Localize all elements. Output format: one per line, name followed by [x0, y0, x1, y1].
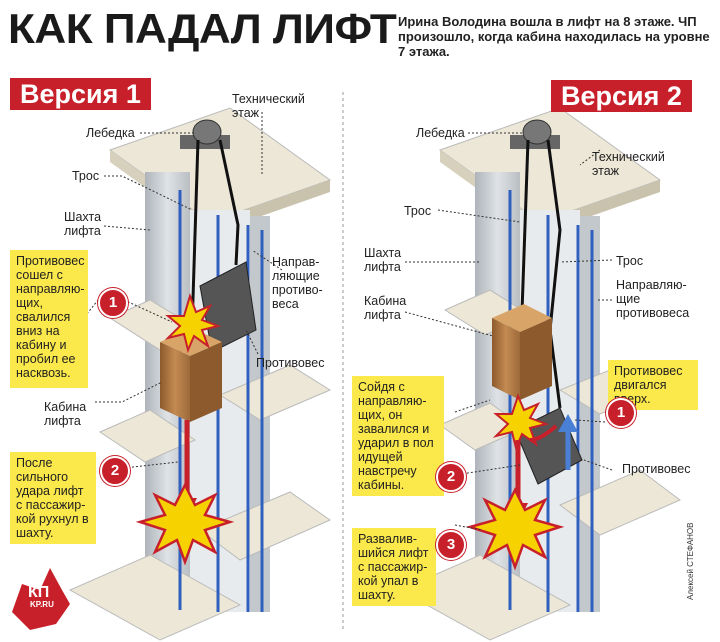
label-shaft-1: Шахта лифта	[64, 210, 102, 238]
logo-subtext: KP.RU	[28, 600, 56, 609]
label-cabin-2: Кабина лифта	[364, 294, 407, 322]
version-1-heading: Версия 1	[10, 78, 151, 110]
label-guides-1: Направ-ляющие противо-веса	[272, 255, 323, 311]
intro-text: Ирина Володина вошла в лифт на 8 этаже. …	[398, 14, 710, 59]
label-tech-floor-2: Технический этаж	[592, 150, 665, 178]
label-winch-2: Лебедка	[416, 126, 465, 140]
label-cable-right-2: Трос	[616, 254, 644, 268]
callout-v2-1-number: 1	[606, 398, 636, 428]
label-cable-left-2: Трос	[404, 204, 432, 218]
callout-v1-2-number: 2	[100, 456, 130, 486]
label-counterweight-2: Противовес	[622, 462, 691, 476]
callout-v2-2: Сойдя с направляю-щих, он завалился и уд…	[352, 376, 444, 496]
callout-v1-2: После сильного удара лифт с пассажир-кой…	[10, 452, 96, 544]
label-shaft-2: Шахта лифта	[364, 246, 402, 274]
label-cable-1: Трос	[72, 169, 100, 183]
author-credit: Алексей СТЕФАНОВ	[686, 522, 695, 601]
logo-text: КП	[28, 584, 50, 601]
callout-v2-3: Развалив-шийся лифт с пассажир-кой упал …	[352, 528, 436, 606]
shaft-version-1	[68, 107, 332, 641]
logo-splash	[12, 568, 70, 630]
callout-v1-1-number: 1	[98, 288, 128, 318]
label-winch-1: Лебедка	[86, 126, 135, 140]
label-counterweight-1: Противовес	[256, 356, 325, 370]
label-guides-2: Направляю-щие противовеса	[616, 278, 690, 320]
callout-v1-1: Противовес сошел с направляю-щих, свалил…	[10, 250, 88, 388]
shaft-version-2	[398, 107, 681, 641]
callout-v2-3-number: 3	[436, 530, 466, 560]
label-tech-floor-1: Технический этаж	[232, 92, 305, 120]
page-title: КАК ПАДАЛ ЛИФТ	[8, 5, 397, 52]
label-cabin-1: Кабина лифта	[44, 400, 87, 428]
callout-v2-2-number: 2	[436, 462, 466, 492]
version-2-heading: Версия 2	[551, 80, 692, 112]
